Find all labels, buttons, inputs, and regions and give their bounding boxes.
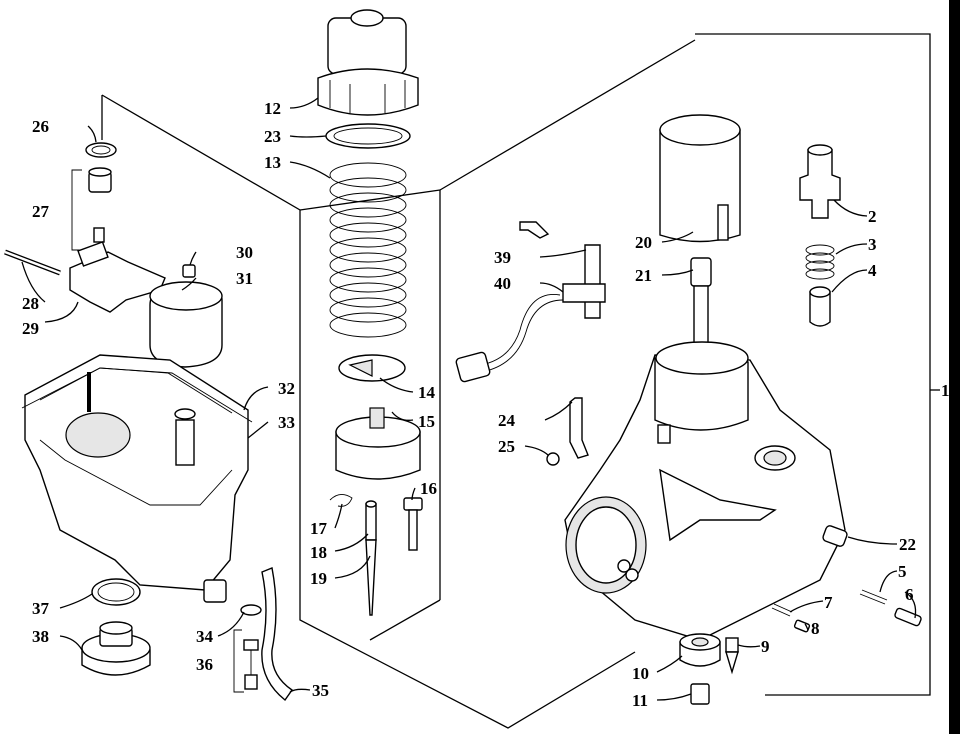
callout-7: 7 [824, 593, 833, 612]
callout-32: 32 [278, 379, 295, 398]
callout-3: 3 [868, 235, 877, 254]
callout-35: 35 [312, 681, 329, 700]
callout-38: 38 [32, 627, 49, 646]
callout-2: 2 [868, 207, 877, 226]
callout-21: 21 [635, 266, 652, 285]
callout-25: 25 [498, 437, 515, 456]
callout-5: 5 [898, 562, 907, 581]
callout-19: 19 [310, 569, 327, 588]
callout-9: 9 [761, 637, 770, 656]
callout-39: 39 [494, 248, 511, 267]
callout-24: 24 [498, 411, 516, 430]
group-frame-lines [101, 33, 940, 729]
callout-labels: 1 2 3 4 5 6 7 8 9 10 11 12 13 14 15 16 1… [22, 99, 950, 710]
callout-40: 40 [494, 274, 511, 293]
right-edge-bar [949, 0, 960, 734]
callout-36: 36 [196, 655, 213, 674]
callout-22: 22 [899, 535, 916, 554]
float-chamber-assembly [4, 142, 293, 702]
callout-6: 6 [905, 585, 914, 604]
callout-26: 26 [32, 117, 49, 136]
callout-29: 29 [22, 319, 39, 338]
callout-14: 14 [418, 383, 436, 402]
callout-37: 37 [32, 599, 50, 618]
callout-27: 27 [32, 202, 50, 221]
callout-11: 11 [632, 691, 648, 710]
callout-23: 23 [264, 127, 281, 146]
callout-8: 8 [811, 619, 820, 638]
callout-16: 16 [420, 479, 437, 498]
callout-15: 15 [418, 412, 435, 431]
callout-30: 30 [236, 243, 253, 262]
callout-17: 17 [310, 519, 328, 538]
callout-18: 18 [310, 543, 327, 562]
leader-lines [21, 97, 917, 701]
callout-28: 28 [22, 294, 39, 313]
callout-33: 33 [278, 413, 295, 432]
callout-1: 1 [941, 381, 950, 400]
callout-4: 4 [868, 261, 877, 280]
callout-31: 31 [236, 269, 253, 288]
slide-spring-assembly [317, 9, 423, 616]
callout-13: 13 [264, 153, 281, 172]
callout-20: 20 [635, 233, 652, 252]
callout-10: 10 [632, 664, 649, 683]
callout-12: 12 [264, 99, 281, 118]
callout-34: 34 [196, 627, 214, 646]
carburetor-body-assembly [455, 114, 922, 705]
